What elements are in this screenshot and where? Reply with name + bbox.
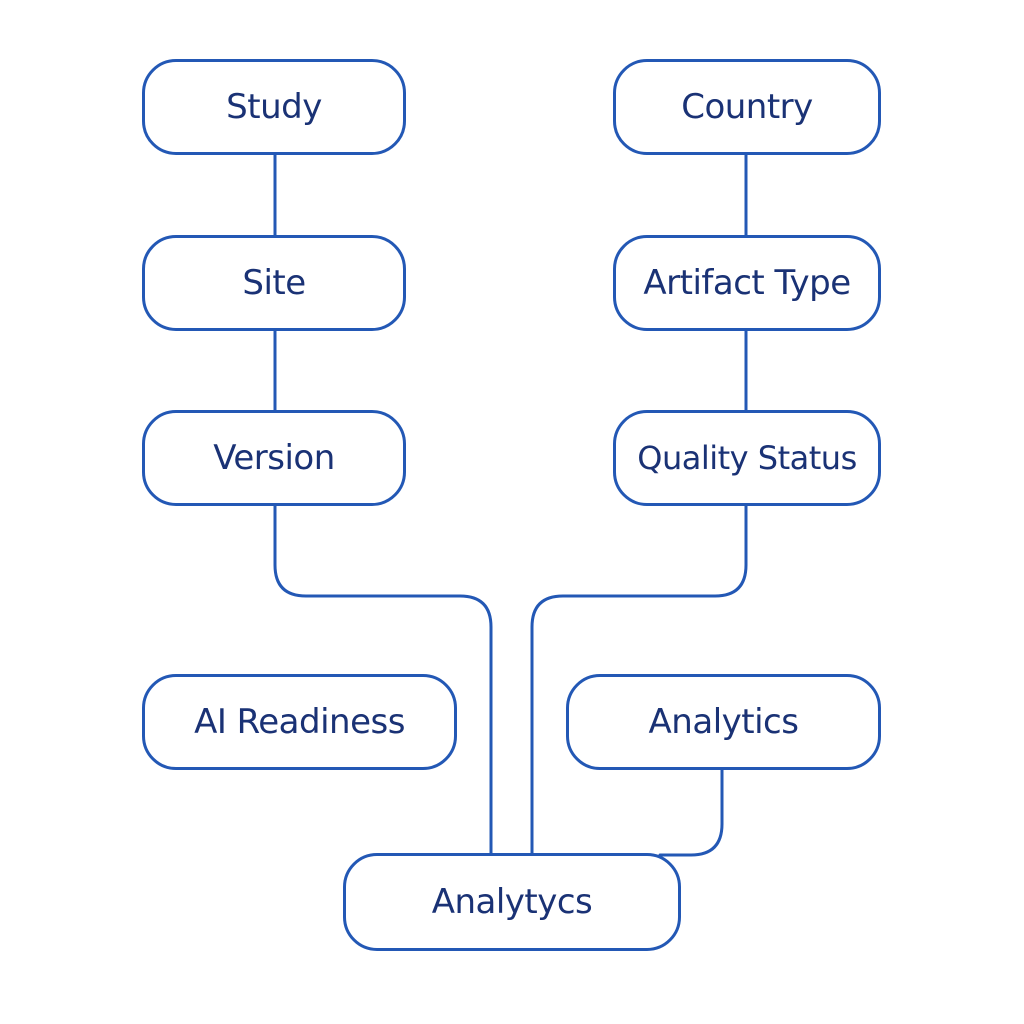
node-study-label: Study <box>226 87 322 127</box>
node-country-label: Country <box>681 87 813 127</box>
node-artifact-type-label: Artifact Type <box>643 263 851 303</box>
node-analytics-bottom: Analytycs <box>343 853 681 951</box>
node-ai-readiness-label: AI Readiness <box>194 702 405 742</box>
node-version: Version <box>142 410 406 506</box>
node-analytics-right: Analytics <box>566 674 881 770</box>
node-site-label: Site <box>242 263 306 303</box>
connector-quality-status-analytics <box>530 504 748 855</box>
node-study: Study <box>142 59 406 155</box>
node-quality-status-label: Quality Status <box>637 439 857 477</box>
node-analytics-bottom-label: Analytycs <box>431 882 593 922</box>
connector-version-analytics <box>273 504 493 855</box>
node-ai-readiness: AI Readiness <box>142 674 457 770</box>
node-artifact-type: Artifact Type <box>613 235 881 331</box>
node-site: Site <box>142 235 406 331</box>
node-version-label: Version <box>213 438 335 478</box>
node-analytics-right-label: Analytics <box>648 702 799 742</box>
connector-analytics-analytics <box>658 768 724 857</box>
node-quality-status: Quality Status <box>613 410 881 506</box>
node-country: Country <box>613 59 881 155</box>
